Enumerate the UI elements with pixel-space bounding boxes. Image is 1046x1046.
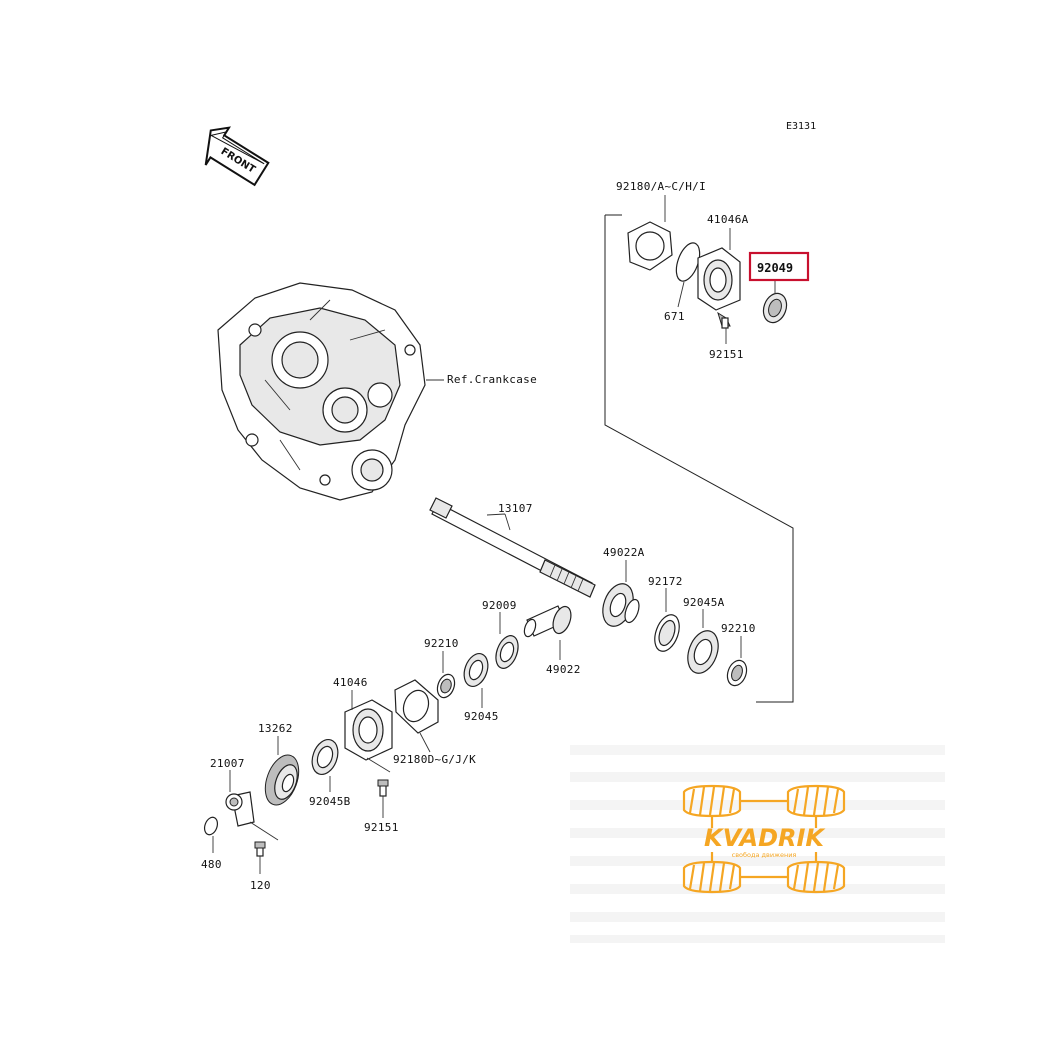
bolt-92151-bottom: [377, 779, 389, 797]
label-92210-left: 92210: [424, 637, 459, 650]
logo-frame-lines: [710, 799, 818, 879]
housing-41046A: [697, 247, 741, 311]
lead-671: [677, 281, 685, 308]
front-arrow-icon: FRONT: [204, 126, 270, 187]
gasket-92180-bottom: [394, 679, 439, 734]
gear-49022: [523, 605, 572, 638]
label-49022A: 49022A: [603, 546, 645, 559]
kvadrik-logo: [682, 784, 846, 894]
label-92049: 92049: [757, 261, 793, 275]
label-92045A: 92045A: [683, 596, 725, 609]
lead-92151-bottom: [366, 757, 391, 818]
shaft-13107: [429, 497, 596, 598]
watermark-tagline: свобода движения: [732, 851, 797, 859]
label-13107: 13107: [498, 502, 533, 515]
bolt-120: [254, 841, 266, 857]
circlip-92210-right-inner: [731, 664, 743, 682]
label-49022: 49022: [546, 663, 581, 676]
watermark-stripes: [570, 745, 945, 943]
bolt-92151-top: [717, 311, 731, 329]
circlip-92210-left-inner: [440, 678, 452, 694]
label-92172: 92172: [648, 575, 683, 588]
label-21007: 21007: [210, 757, 245, 770]
o-ring-671: [675, 242, 701, 282]
label-671: 671: [664, 310, 685, 323]
gear-13262: [264, 754, 300, 806]
crankcase-label: Ref.Crankcase: [447, 373, 537, 386]
bearing-92045B-inner: [316, 745, 334, 769]
housing-41046: [344, 699, 393, 761]
tire-icon-bottom-right: [786, 860, 846, 894]
label-92045: 92045: [464, 710, 499, 723]
gasket-92180-top: [627, 221, 673, 271]
label-13262: 13262: [258, 722, 293, 735]
label-92210-right: 92210: [721, 622, 756, 635]
group-frame: [604, 215, 794, 703]
oil-seal-92049: [762, 292, 788, 324]
o-ring-480: [203, 816, 219, 836]
label-92151-top: 92151: [709, 348, 744, 361]
diagram-code: E3131: [786, 121, 816, 132]
bearing-92045-inner: [468, 659, 484, 681]
label-41046: 41046: [333, 676, 368, 689]
label-92045B: 92045B: [309, 795, 351, 808]
lead-13107: [486, 513, 511, 531]
shim-92172-inner: [658, 619, 676, 647]
label-41046A: 41046A: [707, 213, 749, 226]
bearing-92045A: [687, 630, 719, 674]
label-92009: 92009: [482, 599, 517, 612]
label-92180-bottom: 92180D~G/J/K: [393, 753, 476, 766]
highlight-box-92049: [748, 251, 810, 282]
label-92151-bottom: 92151: [364, 821, 399, 834]
tire-icon-bottom-left: [682, 860, 742, 894]
label-120: 120: [250, 879, 271, 892]
sensor-21007: [225, 791, 255, 827]
lead-92180-bottom: [419, 732, 431, 753]
gear-49022A: [602, 583, 640, 627]
crankcase: [217, 282, 444, 501]
tire-icon-top-left: [682, 784, 742, 818]
label-480: 480: [201, 858, 222, 871]
watermark-brand: KVADRIK: [704, 824, 826, 852]
lead-21007: [229, 770, 279, 841]
label-92180-top: 92180/A~C/H/I: [616, 180, 706, 193]
tire-icon-top-right: [786, 784, 846, 818]
collar-92009-inner: [499, 641, 515, 663]
